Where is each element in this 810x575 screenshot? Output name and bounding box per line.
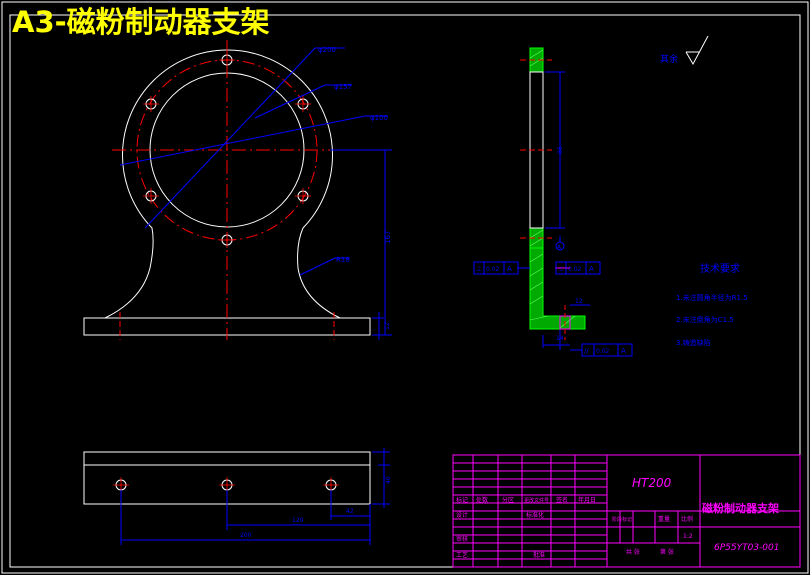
tb-header-zone: 分区 (502, 496, 514, 504)
tb-row-review: 审核 (456, 535, 468, 543)
tb-header-mark: 标记 (456, 496, 468, 504)
tb-row-design: 设计 (456, 511, 468, 519)
dim-side-height: 86 (557, 146, 564, 154)
side-view: 86 12 14 A ⊥ 0.02 A ⊥ 0.02 A / (473, 47, 633, 357)
dim-bottom-offset: 42 (346, 508, 354, 515)
front-view: φ200 φ157 φ100 R18 167 12 (83, 40, 392, 340)
tb-material: HT200 (632, 476, 672, 490)
tech-req-title: 技术要求 (700, 262, 740, 275)
dim-side-gap: 12 (575, 298, 583, 305)
dim-height: 167 (384, 231, 392, 244)
dim-side-base: 14 (556, 335, 564, 342)
svg-text:⊥: ⊥ (476, 265, 482, 273)
page-title: A3-磁粉制动器支架 (12, 5, 270, 39)
dim-bottom-span: 120 (292, 517, 304, 524)
datum-label: A (557, 244, 562, 251)
dim-bore-diameter: φ100 (370, 114, 388, 122)
tb-sheet-total: 共 张 (626, 548, 640, 556)
tb-weight-label: 重量 (658, 515, 670, 523)
tb-drawing-number: 6P55YT03-001 (714, 543, 779, 553)
tb-row-approve: 批准 (533, 551, 545, 559)
svg-text:A: A (621, 347, 626, 355)
svg-text://: // (584, 347, 589, 355)
tb-row-process: 工艺 (456, 551, 468, 559)
dim-outer-diameter: φ200 (318, 46, 336, 54)
tb-row-standardize: 标准化 (526, 511, 544, 519)
tb-part-name: 磁粉制动器支架 (702, 501, 779, 515)
tech-requirements: 技术要求 1.未注圆角半径为R1.5 2.未注倒角为C1.5 3.铸造缺陷 (676, 262, 748, 347)
dim-bottom-width: 200 (240, 532, 252, 539)
tech-req-item-1: 1.未注圆角半径为R1.5 (676, 293, 748, 302)
tb-scale-value: 1:2 (683, 533, 693, 540)
title-block (452, 454, 801, 568)
tb-scale-label: 比例 (681, 515, 693, 523)
tb-header-sign: 签名 (556, 496, 568, 504)
tb-header-date: 年月日 (578, 496, 596, 504)
roughness-note: 其余 (660, 53, 678, 65)
tolerance-frame-bottom: // 0.02 A (570, 343, 633, 357)
dim-bottom-depth: 40 (385, 476, 392, 484)
svg-text:⊥: ⊥ (558, 265, 564, 273)
tb-sheet-current: 第 张 (660, 548, 674, 556)
inner-border (9, 14, 801, 568)
svg-text:0.02: 0.02 (568, 266, 582, 273)
tolerance-frame-left: ⊥ 0.02 A (473, 261, 530, 275)
dim-hole-circle-diameter: φ157 (334, 83, 352, 91)
tech-req-item-2: 2.未注倒角为C1.5 (676, 315, 734, 324)
svg-text:A: A (589, 265, 594, 273)
flange-outline (83, 49, 371, 336)
svg-text:0.02: 0.02 (596, 348, 610, 355)
dim-base-thickness: 12 (384, 322, 391, 330)
svg-text:0.02: 0.02 (486, 266, 500, 273)
roughness-symbol: 其余 (660, 35, 709, 66)
tolerance-frame-right: ⊥ 0.02 A (555, 261, 601, 275)
bottom-view: 200 120 42 40 (83, 448, 392, 545)
dim-fillet-radius: R18 (336, 256, 350, 264)
svg-text:A: A (507, 265, 512, 273)
tb-stage-label: 阶段标记 (612, 516, 632, 523)
tb-header-count: 处数 (476, 496, 488, 504)
tb-header-change: 更改文件号 (524, 497, 549, 504)
tech-req-item-3: 3.铸造缺陷 (676, 338, 711, 347)
